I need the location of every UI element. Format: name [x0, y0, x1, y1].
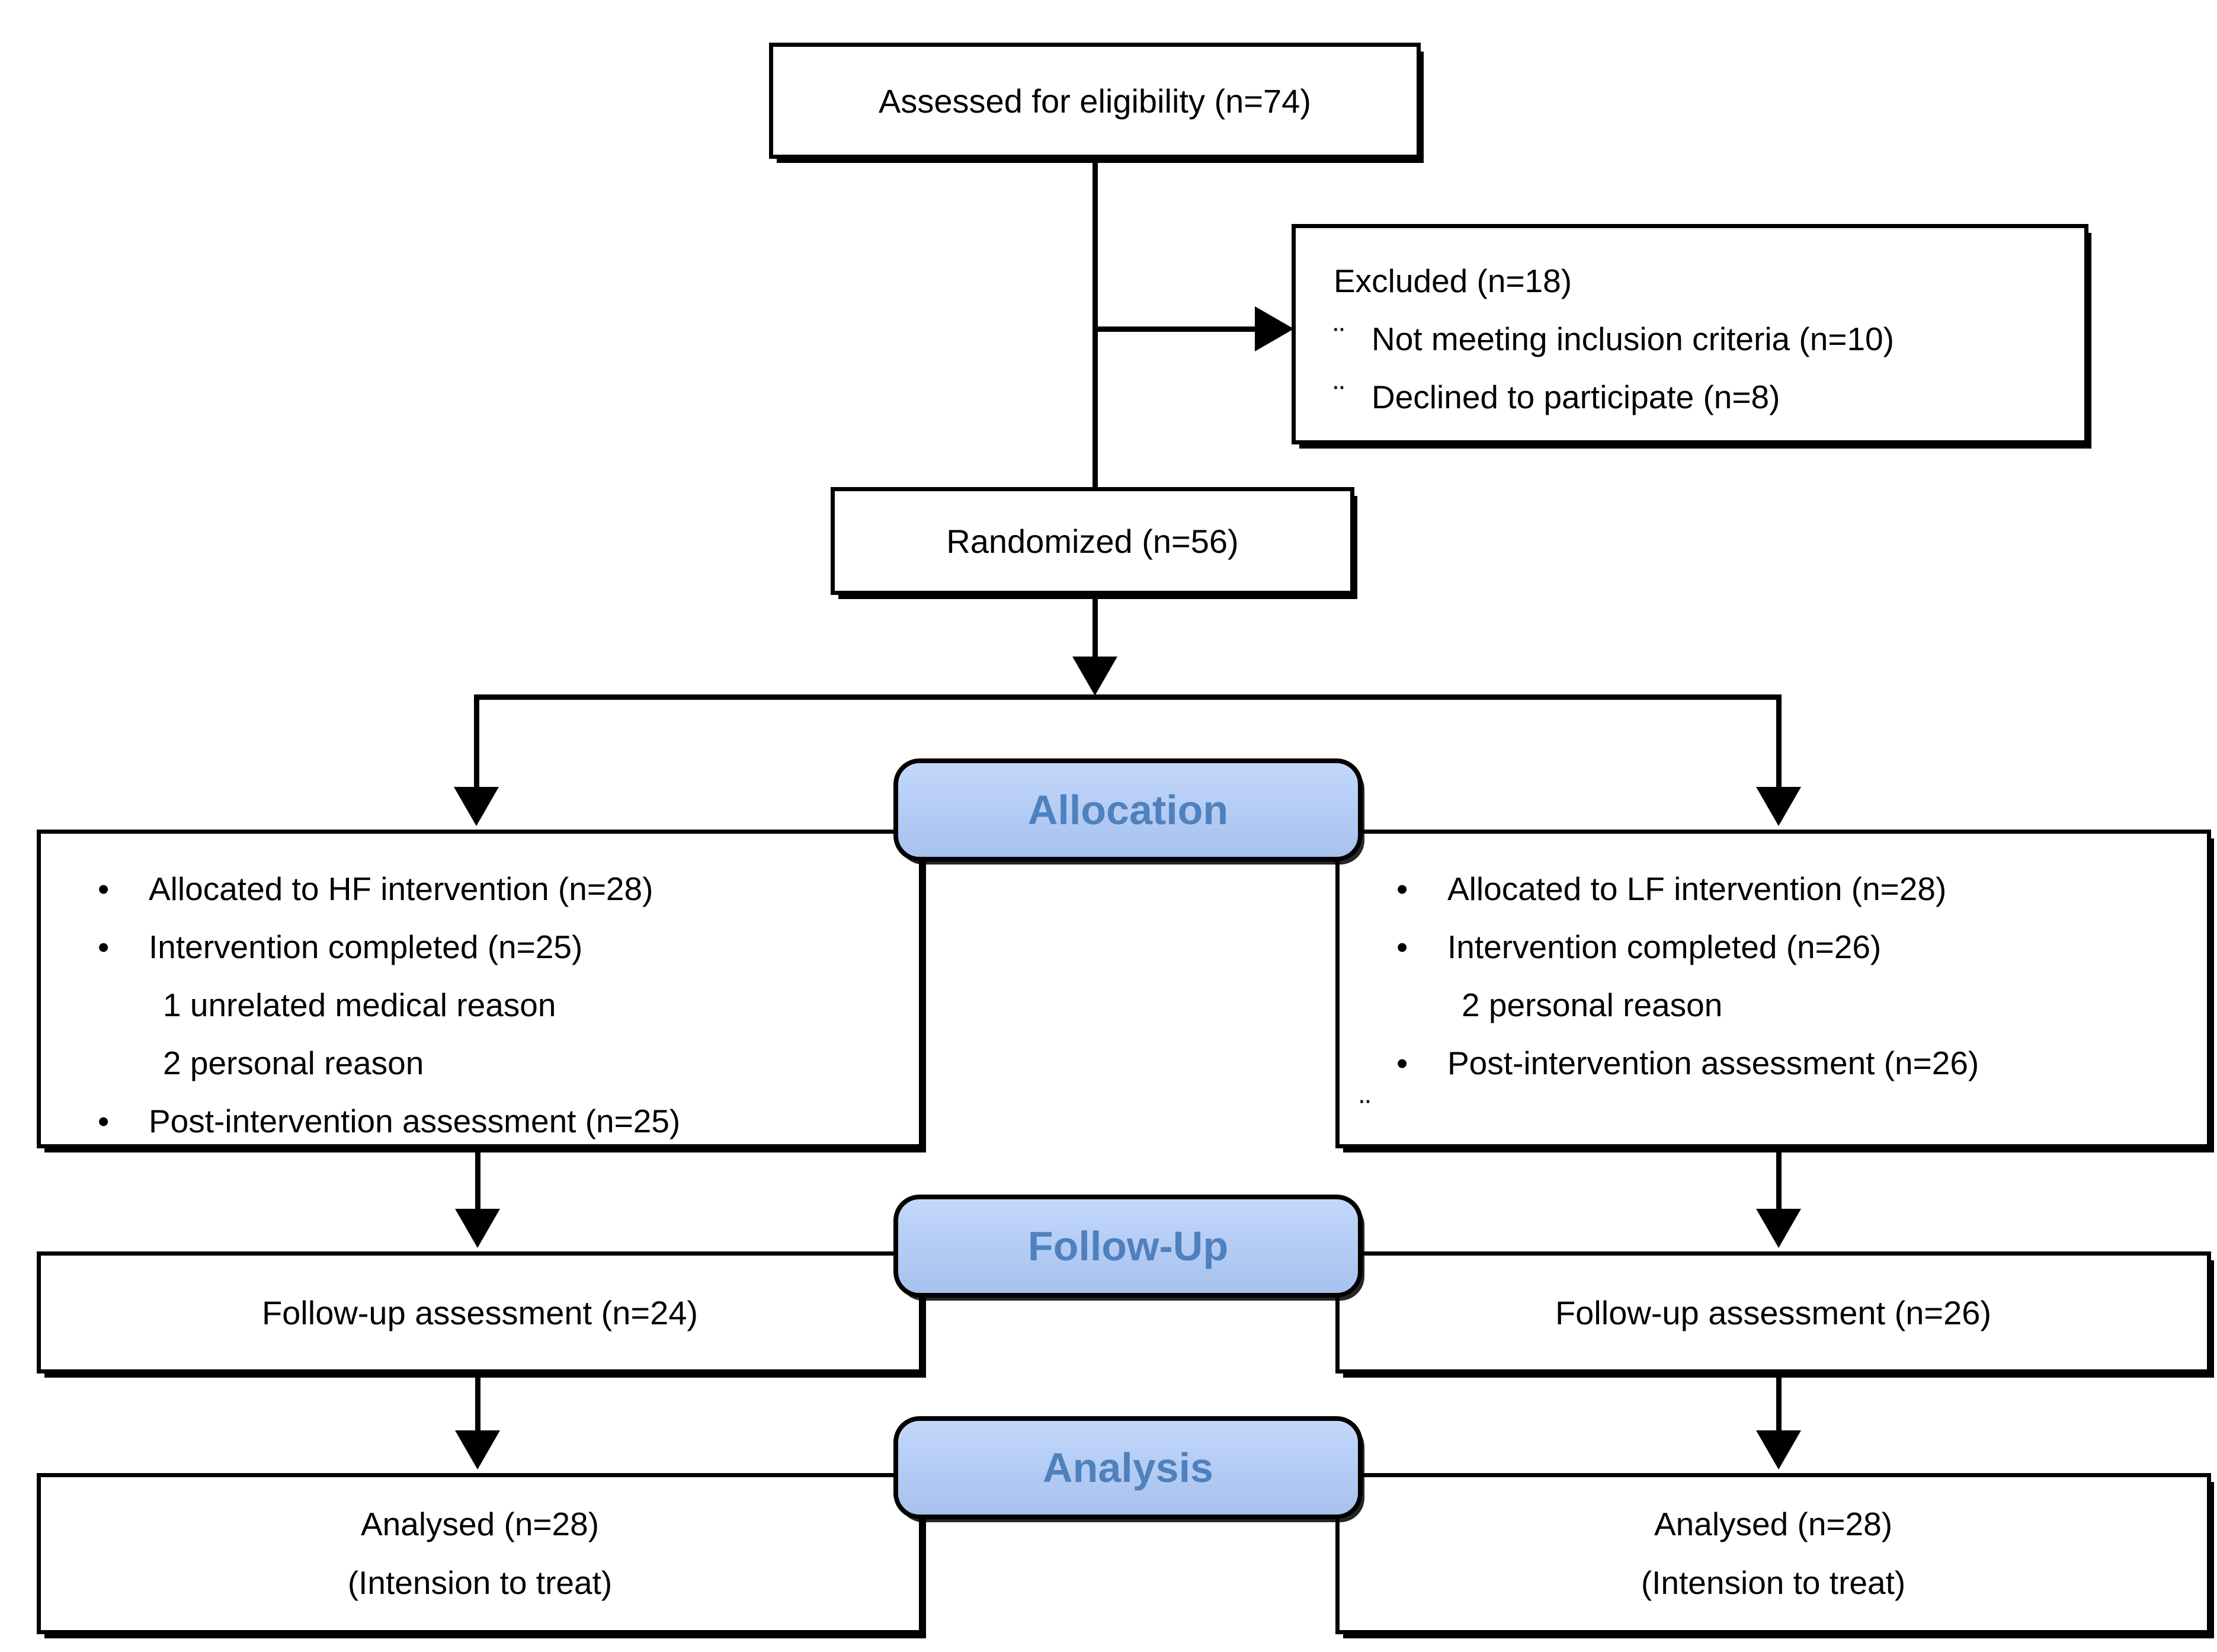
arrowhead-right-excluded [1255, 306, 1294, 351]
connector-hf-allocation-to-followup [475, 1147, 480, 1210]
bullet-icon: • [1396, 929, 1408, 965]
lf-allocation-text: Post-intervention assessment (n=26) [1447, 1045, 1979, 1081]
hf-followup-label: Follow-up assessment (n=24) [261, 1294, 699, 1331]
hf-analysis-box: Analysed (n=28) (Intension to treat) [37, 1473, 923, 1634]
excluded-box: Excluded (n=18) ¨ Not meeting inclusion … [1292, 224, 2088, 444]
hf-allocation-line: • Allocated to HF intervention (n=28) [98, 860, 898, 918]
connector-to-excluded [1095, 326, 1257, 332]
arrowhead-down-branch [1072, 657, 1117, 696]
connector-branch-to-hf [474, 694, 479, 789]
excluded-title: Excluded (n=18) [1334, 262, 1572, 299]
hf-allocation-subline: 2 personal reason [98, 1034, 898, 1092]
lf-allocation-line: • Intervention completed (n=26) [1396, 918, 2186, 976]
bullet-icon: • [98, 929, 110, 965]
lf-allocation-subline: 2 personal reason [1396, 976, 2186, 1034]
lf-analysis-line1: Analysed (n=28) [1654, 1506, 1893, 1542]
branch-line [474, 694, 1782, 700]
dieresis-bullet-icon: ¨ [1334, 379, 1345, 415]
hf-analysis-line1: Analysed (n=28) [360, 1506, 600, 1542]
excluded-item-row: ¨ Declined to participate (n=8) [1334, 368, 2063, 426]
randomized-box: Randomized (n=56) [831, 487, 1354, 595]
connector-hf-followup-to-analysis [475, 1372, 480, 1432]
arrowhead-down-lf-followup [1756, 1209, 1801, 1248]
connector-assessed-to-randomized [1093, 158, 1098, 488]
excluded-list: Excluded (n=18) ¨ Not meeting inclusion … [1334, 252, 2063, 426]
hf-allocation-line: • Post-intervention assessment (n=25) [98, 1092, 898, 1150]
hf-allocation-text: Intervention completed (n=25) [149, 929, 583, 965]
connector-lf-followup-to-analysis [1776, 1372, 1782, 1432]
arrowhead-down-lf-allocation [1756, 787, 1801, 826]
hf-allocation-list: • Allocated to HF intervention (n=28) • … [98, 860, 898, 1150]
hf-allocation-text: 2 personal reason [163, 1045, 424, 1081]
bullet-icon: • [1396, 870, 1408, 907]
excluded-title-row: Excluded (n=18) [1334, 252, 2063, 310]
analysis-stage-pill: Analysis [893, 1416, 1363, 1519]
hf-allocation-text: Post-intervention assessment (n=25) [149, 1103, 681, 1139]
lf-allocation-text: Intervention completed (n=26) [1447, 929, 1882, 965]
connector-lf-allocation-to-followup [1776, 1147, 1782, 1210]
followup-stage-label: Follow-Up [1027, 1223, 1229, 1269]
lf-allocation-box: • Allocated to LF intervention (n=28) • … [1335, 830, 2211, 1148]
hf-followup-box: Follow-up assessment (n=24) [37, 1251, 923, 1374]
lf-analysis-line2: (Intension to treat) [1641, 1564, 1906, 1601]
arrowhead-down-lf-analysis [1756, 1430, 1801, 1469]
hf-allocation-line: • Intervention completed (n=25) [98, 918, 898, 976]
bullet-icon: • [98, 1103, 110, 1139]
lf-allocation-list: • Allocated to LF intervention (n=28) • … [1396, 860, 2186, 1092]
arrowhead-down-hf-allocation [454, 787, 499, 826]
hf-allocation-text: Allocated to HF intervention (n=28) [149, 870, 653, 907]
hf-allocation-subline: 1 unrelated medical reason [98, 976, 898, 1034]
analysis-stage-label: Analysis [1043, 1445, 1213, 1491]
connector-branch-to-lf [1776, 694, 1782, 789]
arrowhead-down-hf-analysis [455, 1430, 500, 1469]
lf-allocation-line: • Allocated to LF intervention (n=28) [1396, 860, 2186, 918]
connector-randomized-to-branch [1093, 595, 1098, 661]
hf-allocation-box: • Allocated to HF intervention (n=28) • … [37, 830, 923, 1148]
excluded-item-text: Not meeting inclusion criteria (n=10) [1372, 321, 1894, 357]
lf-allocation-line: • Post-intervention assessment (n=26) [1396, 1034, 2186, 1092]
hf-analysis-line2: (Intension to treat) [347, 1564, 613, 1601]
lf-analysis-box: Analysed (n=28) (Intension to treat) [1335, 1473, 2211, 1634]
arrowhead-down-hf-followup [455, 1209, 500, 1248]
lf-followup-box: Follow-up assessment (n=26) [1335, 1251, 2211, 1374]
followup-stage-pill: Follow-Up [893, 1195, 1363, 1298]
excluded-item-text: Declined to participate (n=8) [1372, 379, 1780, 415]
excluded-item-row: ¨ Not meeting inclusion criteria (n=10) [1334, 310, 2063, 368]
lf-allocation-text: Allocated to LF intervention (n=28) [1447, 870, 1947, 907]
hf-allocation-text: 1 unrelated medical reason [163, 987, 556, 1023]
bullet-icon: • [1396, 1045, 1408, 1081]
assessed-eligibility-label: Assessed for eligibility (n=74) [879, 82, 1311, 120]
stray-dieresis-mark: ¨ [1360, 1093, 1371, 1129]
allocation-stage-pill: Allocation [893, 758, 1363, 862]
allocation-stage-label: Allocation [1027, 787, 1229, 833]
assessed-eligibility-box: Assessed for eligibility (n=74) [769, 43, 1421, 159]
lf-followup-label: Follow-up assessment (n=26) [1555, 1294, 1992, 1331]
dieresis-bullet-icon: ¨ [1334, 321, 1345, 357]
lf-allocation-text: 2 personal reason [1462, 987, 1723, 1023]
bullet-icon: • [98, 870, 110, 907]
randomized-label: Randomized (n=56) [946, 522, 1239, 560]
